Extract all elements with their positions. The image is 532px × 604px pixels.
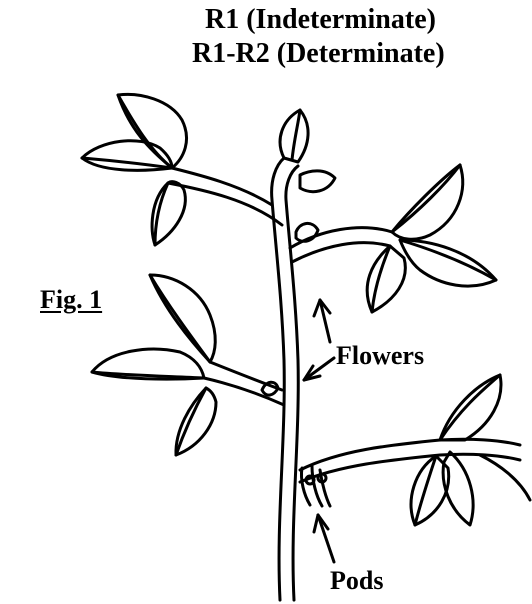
flowers-label: Flowers	[336, 343, 424, 369]
main-stem	[272, 158, 299, 600]
pods-cluster	[301, 466, 330, 506]
branch-upper-left	[168, 168, 282, 225]
pods-label: Pods	[330, 568, 383, 594]
leaf-cluster-upper-left	[82, 94, 187, 245]
arrow-icon	[314, 300, 330, 342]
arrow-icon	[314, 515, 334, 562]
title-stage-determinate: R1-R2 (Determinate)	[192, 40, 445, 68]
flower-mid	[262, 382, 278, 395]
leaf-cluster-middle-left	[92, 275, 216, 455]
branch-lower-right	[300, 439, 520, 482]
leaf-cluster-top	[280, 110, 335, 241]
figure-label: Fig. 1	[40, 287, 102, 313]
branch-middle-left	[204, 362, 284, 405]
leaf-cluster-upper-right	[367, 165, 496, 312]
title-stage-indeterminate: R1 (Indeterminate)	[205, 6, 436, 34]
arrow-icon	[304, 358, 334, 380]
leaf-cluster-lower-right	[411, 375, 530, 525]
branch-upper-right	[290, 228, 392, 262]
